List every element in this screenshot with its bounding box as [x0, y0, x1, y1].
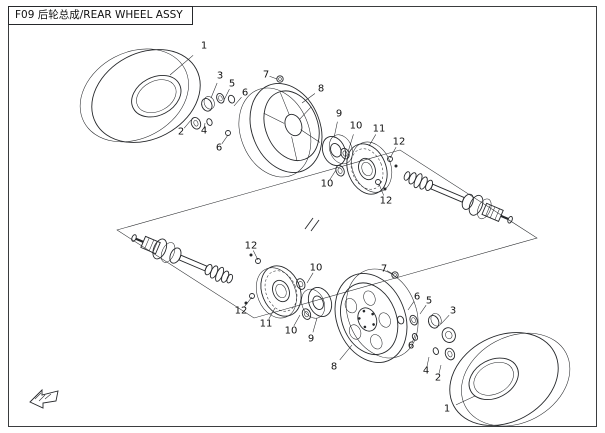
leader-line-21 — [339, 344, 353, 361]
leader-line-28 — [438, 364, 442, 374]
leader-line-29 — [455, 395, 476, 406]
leader-line-19 — [293, 314, 301, 327]
callout-14-label-12: 12 — [380, 196, 393, 207]
callout-6-label-6: 6 — [216, 143, 222, 154]
callout-26-label-6: 6 — [408, 341, 414, 352]
leader-line-3 — [204, 122, 206, 129]
bearing-rings-top — [335, 147, 350, 177]
callout-9-label-9: 9 — [336, 109, 342, 120]
callout-1-label-2: 2 — [178, 127, 184, 138]
direction-arrow — [29, 388, 59, 409]
leader-line-0 — [169, 55, 194, 76]
callout-11-label-10: 10 — [321, 179, 334, 190]
leader-line-11 — [329, 169, 337, 180]
callout-23-label-6: 6 — [414, 292, 420, 303]
callout-16-label-12: 12 — [235, 306, 248, 317]
leader-line-13 — [389, 146, 397, 159]
callout-5-label-6: 6 — [242, 88, 248, 99]
callout-20-label-9: 9 — [308, 334, 314, 345]
leader-line-18 — [306, 272, 314, 284]
callout-17-label-11: 11 — [260, 319, 273, 330]
callout-2-label-3: 3 — [217, 71, 223, 82]
leader-line-27 — [426, 356, 430, 367]
callout-15-label-12: 12 — [245, 241, 258, 252]
tire-top — [79, 48, 201, 143]
leader-line-14 — [378, 183, 385, 196]
leader-line-10 — [347, 134, 354, 153]
leader-line-16 — [244, 296, 253, 307]
leader-line-22 — [386, 270, 394, 275]
page-border — [8, 6, 597, 427]
hub-bottom — [301, 287, 333, 319]
title-box: F09 后轮总成/REAR WHEEL ASSY — [8, 6, 193, 25]
callout-12-label-11: 11 — [373, 124, 386, 135]
callout-4-label-5: 5 — [229, 79, 235, 90]
callout-24-label-5: 5 — [426, 296, 432, 307]
disc-bolts-top — [375, 156, 398, 191]
brake-disc-top — [346, 141, 393, 195]
axle-shaft-top — [403, 171, 513, 224]
callout-0-label-1: 1 — [201, 41, 207, 52]
leader-line-7 — [269, 76, 278, 80]
leader-line-25 — [440, 314, 450, 325]
valve-bolt-7-bottom — [391, 271, 399, 279]
leader-line-12 — [368, 134, 377, 147]
callout-21-label-8: 8 — [331, 362, 337, 373]
fastener-cluster-bottom — [397, 313, 456, 361]
bearing-rings-bottom — [296, 278, 312, 320]
reference-plate-outline — [116, 149, 538, 319]
leader-line-15 — [252, 250, 259, 261]
bolt-6-top — [225, 130, 231, 136]
callout-25-label-3: 3 — [450, 306, 456, 317]
disc-bolts-bottom — [244, 253, 261, 305]
callout-10-label-10: 10 — [350, 121, 363, 132]
callout-28-label-2: 2 — [435, 373, 441, 384]
leader-line-26 — [412, 334, 416, 343]
leader-line-4 — [223, 88, 230, 101]
leader-line-5 — [233, 96, 242, 107]
page-title: F09 后轮总成/REAR WHEEL ASSY — [15, 9, 183, 21]
leader-line-24 — [419, 305, 427, 315]
leader-line-1 — [183, 119, 192, 129]
callout-29-label-1: 1 — [444, 404, 450, 415]
callout-7-label-7: 7 — [263, 70, 269, 81]
break-mark — [304, 217, 320, 232]
tire-bottom — [449, 332, 571, 427]
brake-disc-bottom — [255, 265, 302, 319]
wheel-rim-top — [238, 83, 323, 178]
wheel-rim-bottom — [334, 268, 419, 363]
leader-line-8 — [301, 93, 316, 104]
callout-8-label-8: 8 — [318, 84, 324, 95]
fastener-cluster-top — [190, 92, 236, 130]
valve-bolt-7-top — [276, 75, 284, 83]
leader-line-17 — [268, 307, 276, 320]
leader-line-20 — [312, 317, 318, 333]
callout-13-label-12: 12 — [393, 137, 406, 148]
callout-22-label-7: 7 — [381, 264, 387, 275]
axle-shaft-bottom — [131, 234, 234, 284]
callout-18-label-10: 10 — [310, 263, 323, 274]
leader-line-2 — [210, 82, 218, 99]
leader-line-6 — [221, 134, 229, 144]
callout-19-label-10: 10 — [285, 326, 298, 337]
leader-line-9 — [333, 121, 338, 139]
callout-27-label-4: 4 — [423, 366, 429, 377]
leader-line-23 — [407, 301, 415, 311]
callout-3-label-4: 4 — [201, 126, 207, 137]
